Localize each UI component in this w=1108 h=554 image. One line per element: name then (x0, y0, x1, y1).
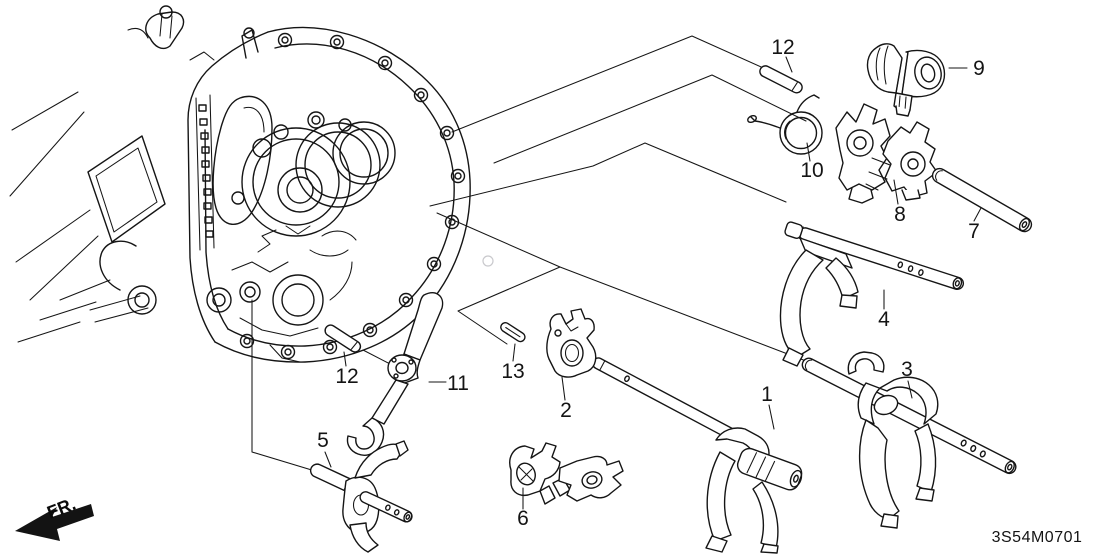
callout-12-top: 12 (771, 36, 794, 59)
diagram-code: 3S54M0701 (992, 529, 1083, 546)
assembly-leader-lines (251, 35, 807, 472)
callout-13: 13 (501, 360, 524, 383)
callout-4: 4 (878, 308, 890, 331)
callout-1: 1 (761, 383, 773, 406)
part-3-shift-fork (801, 351, 1017, 529)
part-12-pin-top (759, 65, 803, 94)
part-10-torsion-spring (747, 94, 823, 155)
callout-8: 8 (894, 203, 906, 226)
flange-bolt-holes (239, 32, 466, 360)
part-5-shift-fork (309, 440, 413, 553)
part-8-shift-piece (835, 103, 938, 204)
part-9-detent-cap (866, 43, 946, 117)
part-1-shift-fork (592, 357, 803, 554)
callout-3: 3 (901, 358, 913, 381)
rib-slots (198, 104, 214, 238)
part-12-pin-left (324, 324, 362, 353)
callout-2: 2 (560, 399, 572, 422)
transmission-housing-drawing (9, 5, 494, 363)
callout-5: 5 (317, 429, 329, 452)
part-7-shift-rod (931, 167, 1033, 233)
callout-12-left: 12 (335, 365, 358, 388)
callout-10: 10 (800, 159, 823, 182)
callout-6: 6 (517, 507, 529, 530)
part-6-interlock-bracket (509, 442, 624, 505)
callout-9: 9 (973, 57, 985, 80)
part-11-shift-arm (346, 292, 444, 456)
part-4-shift-fork (779, 221, 965, 367)
part-13-pin (500, 322, 526, 343)
callout-7: 7 (968, 220, 980, 243)
part-2-shift-piece (546, 308, 597, 378)
callout-11: 11 (447, 372, 469, 395)
front-direction-indicator: FR. (15, 494, 94, 541)
callout-leader-ticks (324, 56, 982, 510)
